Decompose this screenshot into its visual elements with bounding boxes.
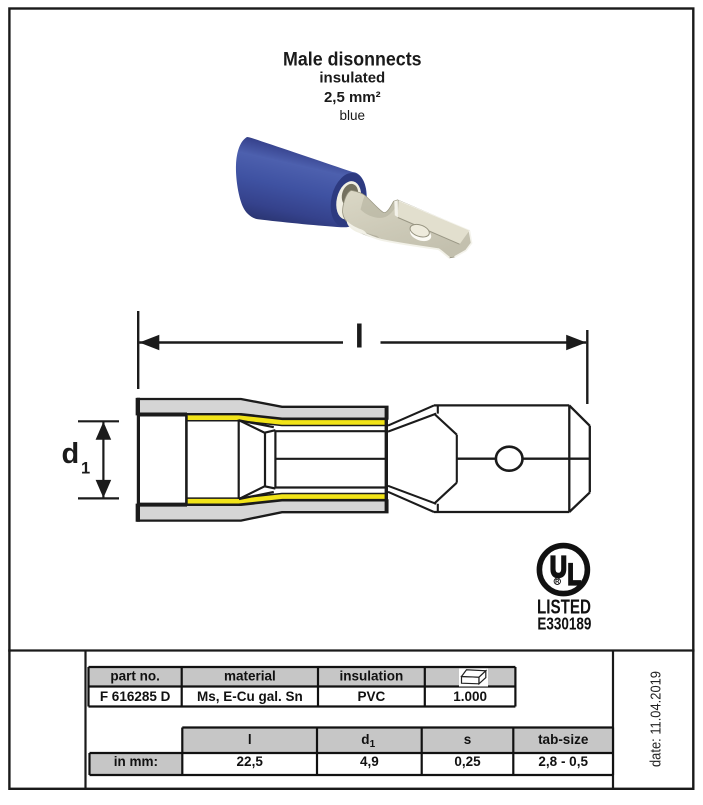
svg-text:PVC: PVC <box>358 689 386 704</box>
svg-text:22,5: 22,5 <box>237 754 264 769</box>
svg-text:0,25: 0,25 <box>454 754 481 769</box>
svg-text:F 616285 D: F 616285 D <box>100 689 171 704</box>
svg-text:R: R <box>555 580 560 586</box>
svg-text:2,5 mm²: 2,5 mm² <box>324 89 381 106</box>
svg-text:LISTED: LISTED <box>537 597 591 619</box>
svg-text:insulation: insulation <box>340 669 404 684</box>
svg-text:2,8 - 0,5: 2,8 - 0,5 <box>538 754 588 769</box>
svg-text:Male disonnects: Male disonnects <box>283 49 422 71</box>
svg-text:part no.: part no. <box>110 669 160 684</box>
svg-text:tab-size: tab-size <box>538 732 589 747</box>
svg-text:l: l <box>248 732 252 747</box>
svg-text:1: 1 <box>370 739 376 750</box>
svg-text:1: 1 <box>81 460 90 478</box>
svg-text:1.000: 1.000 <box>453 689 487 704</box>
svg-text:Ms, E-Cu gal. Sn: Ms, E-Cu gal. Sn <box>197 689 303 704</box>
svg-text:material: material <box>224 669 276 684</box>
svg-text:l: l <box>355 318 364 355</box>
svg-text:date: 11.04.2019: date: 11.04.2019 <box>649 671 665 767</box>
svg-text:E330189: E330189 <box>537 614 591 634</box>
svg-text:L: L <box>568 559 582 592</box>
svg-text:blue: blue <box>340 108 366 123</box>
svg-text:insulated: insulated <box>319 70 385 87</box>
svg-text:4,9: 4,9 <box>360 754 379 769</box>
svg-text:U: U <box>550 551 567 584</box>
svg-text:s: s <box>464 732 472 747</box>
svg-text:d: d <box>361 732 369 747</box>
svg-text:in mm:: in mm: <box>114 754 158 769</box>
svg-text:d: d <box>62 438 80 470</box>
